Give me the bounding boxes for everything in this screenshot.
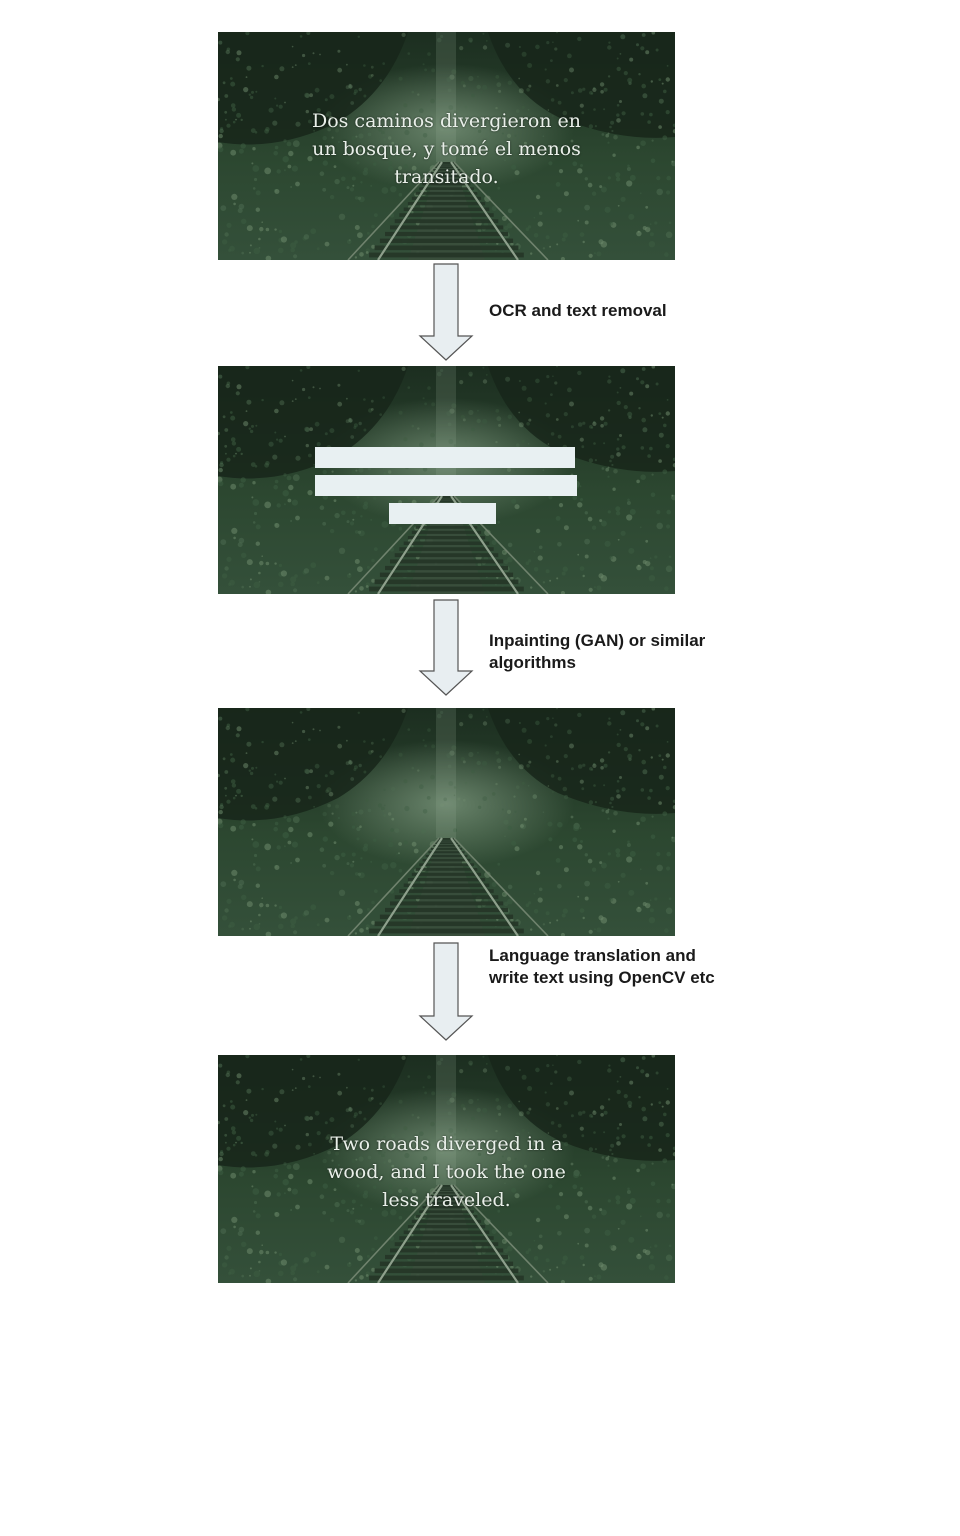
panel-original-image: Dos caminos divergieron en un bosque, y … (218, 32, 675, 260)
panel-inpainted (218, 708, 675, 936)
text-mask-line-3 (389, 503, 496, 524)
text-mask-line-1 (315, 447, 575, 468)
step-label-translation: Language translation and write text usin… (489, 946, 715, 987)
forest-railway-scene (218, 32, 675, 260)
down-arrow-3 (418, 942, 474, 1041)
panel-translated: Two roads diverged in a wood, and I took… (218, 1055, 675, 1283)
forest-railway-scene (218, 708, 675, 936)
panel-text-removed (218, 366, 675, 594)
step-label-ocr: OCR and text removal (489, 301, 667, 320)
spanish-caption: Dos caminos divergieron en un bosque, y … (311, 110, 582, 188)
english-caption: Two roads diverged in a wood, and I took… (327, 1133, 566, 1211)
step-label-inpainting: Inpainting (GAN) or similar algorithms (489, 631, 706, 672)
down-arrow-1 (418, 263, 474, 361)
text-mask-line-2 (315, 475, 577, 496)
down-arrow-2 (418, 599, 474, 696)
forest-railway-scene (218, 1055, 675, 1283)
